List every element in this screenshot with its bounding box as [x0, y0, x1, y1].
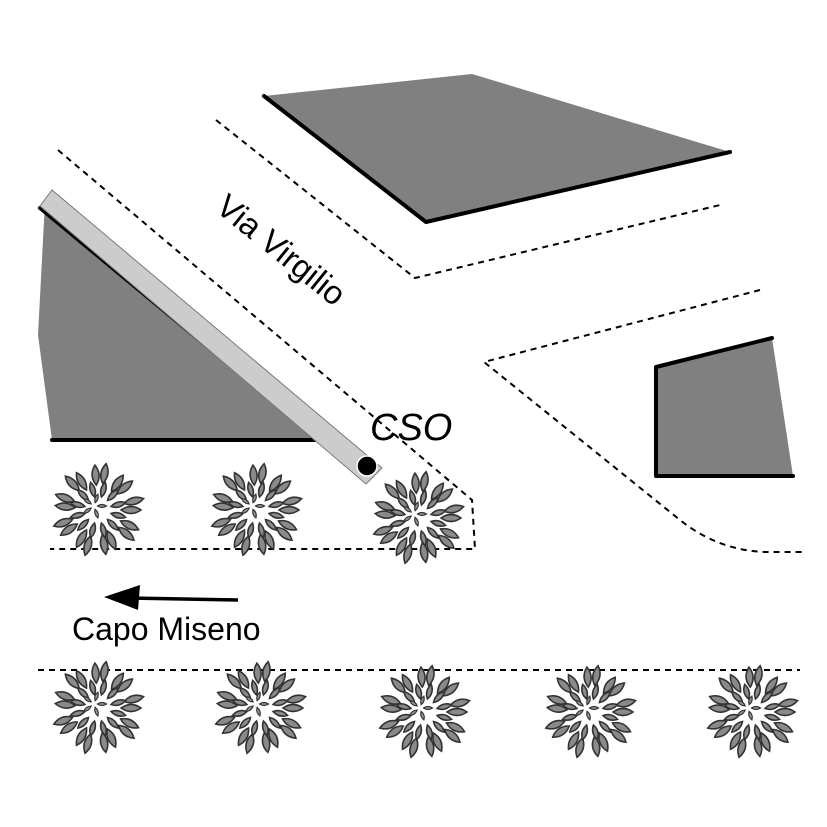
tree-icon: [372, 470, 465, 565]
tree-icon: [706, 664, 799, 759]
direction-label: Capo Miseno: [72, 611, 261, 647]
tree-icon: [378, 664, 471, 759]
building-east-edge: [654, 336, 795, 478]
tree-icon: [214, 660, 307, 755]
tree-icon: [52, 660, 145, 755]
building-north-edge: [262, 94, 732, 224]
arrow-left-icon: [104, 585, 239, 610]
road-edge-via-virgilio-upper: [215, 119, 721, 280]
street-label: Via Virgilio: [210, 187, 354, 313]
tree-icon: [52, 462, 145, 557]
outfall-point-marker: [356, 455, 378, 477]
road-edge-side-street: [481, 289, 805, 553]
outfall-pipe: [39, 189, 383, 485]
tree-icon: [210, 462, 303, 557]
tree-icon: [544, 664, 637, 759]
building-east: [656, 338, 793, 476]
outfall-label: CSO: [370, 407, 452, 449]
trees: [52, 462, 799, 759]
